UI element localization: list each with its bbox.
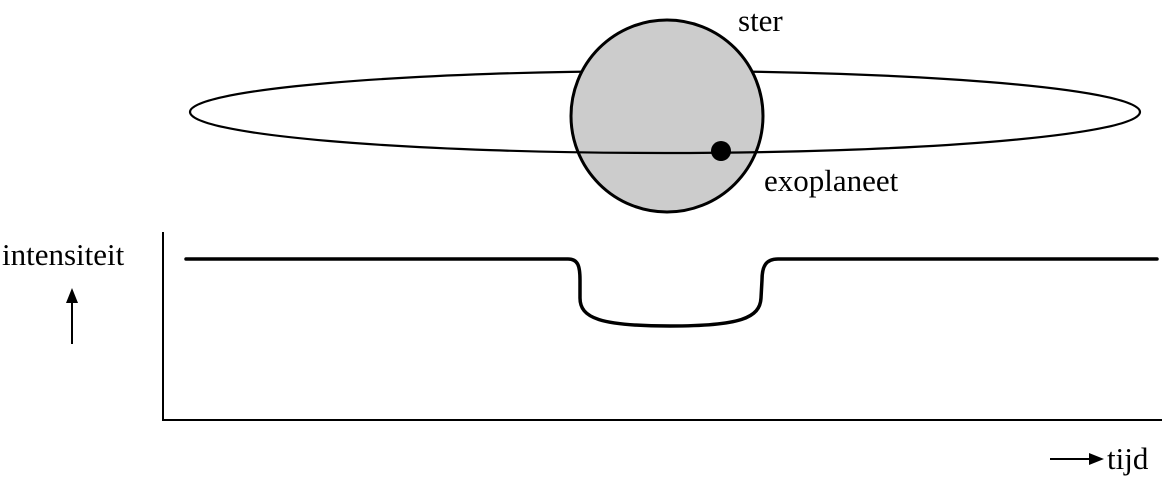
graph-axes (162, 232, 1162, 421)
exoplanet-dot (711, 141, 731, 161)
star-label: ster (738, 3, 783, 38)
star-disc (569, 18, 765, 214)
orbit-front (188, 111, 1142, 155)
light-curve (184, 257, 1159, 328)
arrow-up-icon (66, 288, 78, 344)
y-axis-label: intensiteit (2, 237, 125, 272)
arrow-right-icon (1050, 453, 1104, 465)
planet-label: exoplaneet (764, 163, 899, 198)
x-axis-label: tijd (1107, 441, 1149, 476)
